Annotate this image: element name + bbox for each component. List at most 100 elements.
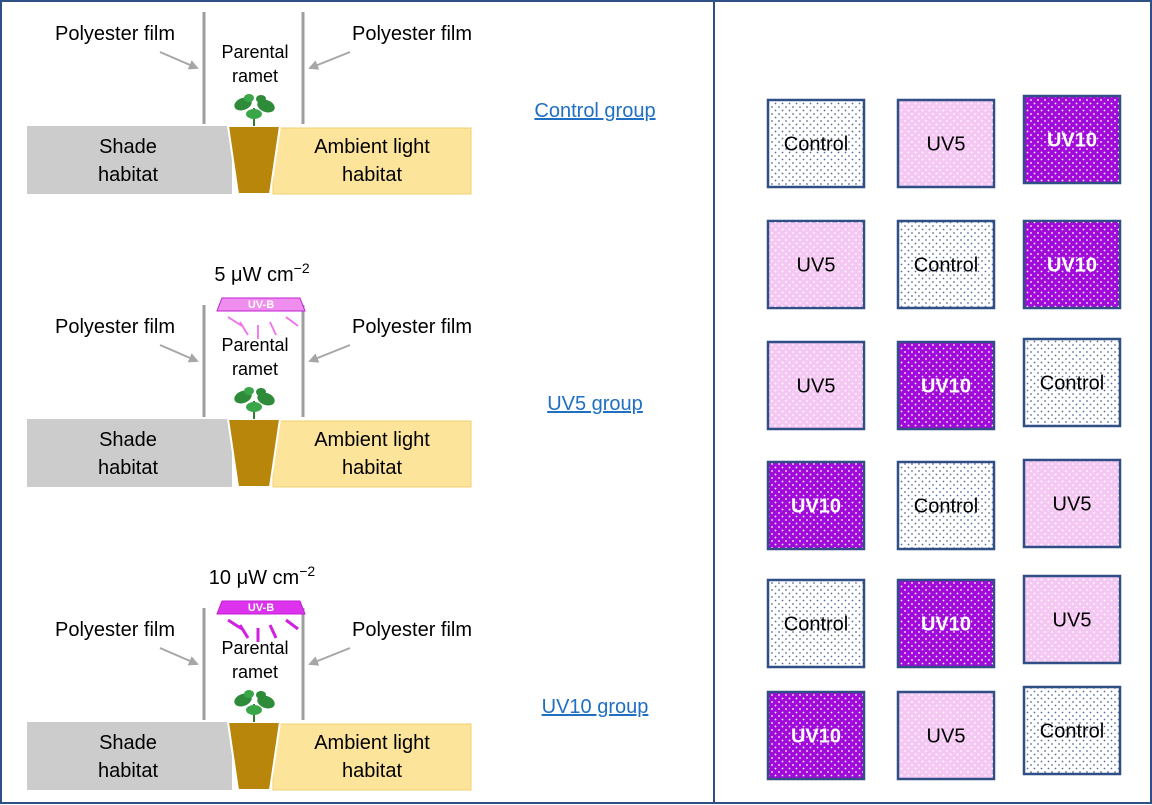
plot-cell: UV10 [1022, 94, 1122, 185]
plot-cell-texture [1025, 461, 1119, 546]
shade-habitat-label-line2: habitat [98, 760, 158, 782]
film-label-right: Polyester film [352, 316, 472, 338]
plot-cell: UV5 [1022, 574, 1122, 665]
plot-cell-label: Control [914, 496, 978, 518]
ambient-habitat-block [272, 723, 472, 791]
pot-icon [226, 418, 282, 488]
plot-cell: UV10 [896, 578, 996, 669]
ambient-habitat-label-line1: Ambient light [314, 136, 430, 158]
parental-ramet-label-line2: ramet [232, 359, 278, 379]
parental-ramet-label-line1: Parental [221, 335, 288, 355]
parental-ramet-label-line1: Parental [221, 638, 288, 658]
plot-cell-label: UV10 [1047, 255, 1097, 277]
film-pointer-arrow-left [159, 647, 199, 666]
plant-icon [234, 387, 275, 419]
ambient-habitat-label-line1: Ambient light [314, 732, 430, 754]
plot-cell-label: UV10 [1047, 130, 1097, 152]
plot-cell-texture [899, 101, 993, 186]
plot-cell-label: Control [1040, 373, 1104, 395]
plot-cell-label: UV10 [921, 376, 971, 398]
uvb-lamp-label: UV-B [248, 299, 274, 311]
parental-ramet-label-line2: ramet [232, 662, 278, 682]
film-label-left: Polyester film [55, 23, 175, 45]
uv-ray [285, 316, 299, 327]
irradiance-label: 5 μW cm−2 [214, 260, 309, 286]
shade-habitat-label-line2: habitat [98, 457, 158, 479]
ambient-habitat-block [272, 420, 472, 488]
ambient-habitat-label-line2: habitat [342, 164, 402, 186]
plot-cell-texture [899, 693, 993, 778]
plot-cell-label: UV10 [791, 726, 841, 748]
plot-cell-label: UV5 [927, 134, 966, 156]
irradiance-label: 10 μW cm−2 [209, 563, 316, 589]
pot-icon [226, 721, 282, 791]
group-label: UV5 group [547, 393, 643, 415]
plot-cell-label: Control [784, 134, 848, 156]
film-pointer-arrow-right [308, 647, 351, 666]
plot-cell: Control [766, 578, 866, 669]
plant-icon [234, 690, 275, 722]
plot-cell: Control [1022, 337, 1122, 428]
ambient-habitat-label-line1: Ambient light [314, 429, 430, 451]
plot-cell-texture [1025, 97, 1119, 182]
plot-cell: UV10 [766, 690, 866, 781]
plot-cell: UV10 [1022, 219, 1122, 310]
plot-cell-texture [769, 222, 863, 307]
film-pointer-arrow-left [159, 344, 199, 363]
parental-ramet-label-line2: ramet [232, 66, 278, 86]
plot-cell-texture [1025, 688, 1119, 773]
plot-cell-label: UV5 [1053, 494, 1092, 516]
plot-cell-label: UV10 [921, 614, 971, 636]
uv-ray [239, 321, 249, 336]
film-pointer-arrow-right [308, 51, 351, 70]
shade-habitat-label-line1: Shade [99, 429, 157, 451]
plant-icon [234, 94, 275, 126]
film-label-left: Polyester film [55, 316, 175, 338]
uv-ray [269, 321, 277, 336]
plot-cell: Control [896, 460, 996, 551]
film-label-right: Polyester film [352, 23, 472, 45]
plot-cell-label: Control [914, 255, 978, 277]
uv-ray [285, 618, 299, 631]
uvb-lamp: UV-B [216, 297, 306, 339]
plot-cell-label: Control [784, 614, 848, 636]
film-pointer-arrow-left [159, 51, 199, 70]
plot-cell: Control [766, 98, 866, 189]
plot-cell-label: Control [1040, 721, 1104, 743]
pot-icon [226, 125, 282, 195]
uvb-lamp-label: UV-B [248, 602, 274, 614]
parental-ramet-label-line1: Parental [221, 42, 288, 62]
shade-habitat-block [27, 722, 232, 790]
uvb-lamp: UV-B [216, 600, 306, 642]
plot-cell: UV5 [896, 690, 996, 781]
plot-cell-texture [899, 222, 993, 307]
ambient-habitat-label-line2: habitat [342, 760, 402, 782]
ambient-habitat-label-line2: habitat [342, 457, 402, 479]
shade-habitat-label-line1: Shade [99, 732, 157, 754]
uv-ray [238, 624, 250, 639]
shade-habitat-block [27, 419, 232, 487]
plot-cell-texture [769, 463, 863, 548]
plot-cell-label: UV5 [797, 255, 836, 277]
plot-cell-label: UV5 [797, 376, 836, 398]
plot-cell-label: UV5 [1053, 610, 1092, 632]
plot-cell-texture [1025, 222, 1119, 307]
plot-cell-texture [769, 101, 863, 186]
film-label-left: Polyester film [55, 619, 175, 641]
group-label: Control group [534, 100, 655, 122]
uv-ray [227, 618, 243, 631]
film-pointer-arrow-right [308, 344, 351, 363]
plot-cell-texture [899, 463, 993, 548]
shade-habitat-label-line2: habitat [98, 164, 158, 186]
plot-cell-texture [769, 693, 863, 778]
plot-cell: UV10 [896, 340, 996, 431]
plot-cell: Control [1022, 685, 1122, 776]
plot-cell-texture [899, 581, 993, 666]
film-label-right: Polyester film [352, 619, 472, 641]
plot-cell-texture [769, 343, 863, 428]
uv-ray [227, 316, 243, 327]
